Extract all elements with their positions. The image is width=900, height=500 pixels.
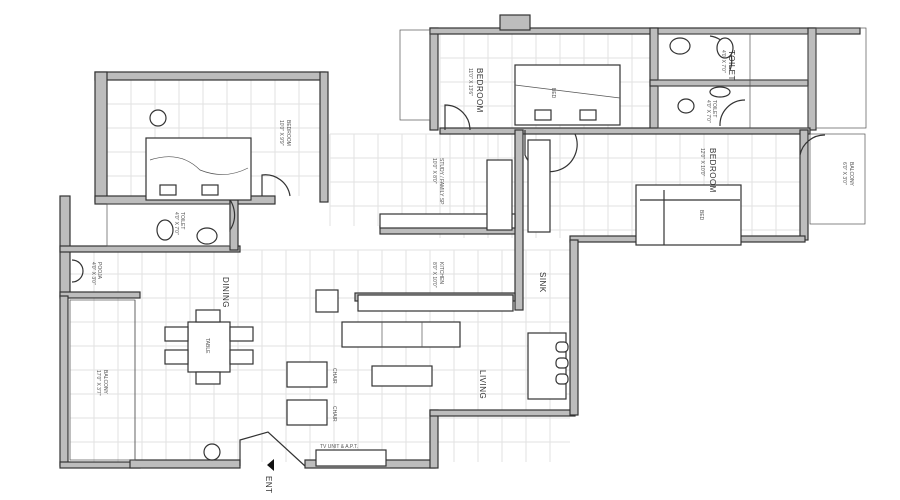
label-entrance: ENT — [264, 476, 273, 494]
entrance-arrow-icon — [267, 459, 274, 471]
balcony-top — [399, 29, 431, 121]
label-toilet-left: TOILET — [179, 212, 185, 229]
bed-right: BED — [635, 184, 742, 246]
label-bedroom-right: BEDROOM — [708, 148, 717, 193]
label-study: STUDY / FAMILY SP — [438, 158, 444, 205]
dim-bedroom-left: 10'0" X 9'9" — [278, 120, 284, 146]
tv-unit-right — [527, 332, 569, 400]
plant — [203, 443, 221, 461]
dim-study: 10'0" X 8'0" — [431, 158, 437, 184]
label-balcony-right: BALCONY — [848, 162, 854, 187]
pooja-niche — [71, 259, 84, 283]
dim-balcony-left: 17'0" X 3'7" — [95, 370, 101, 396]
table-label: TABLE — [204, 338, 210, 354]
label-toilet-top: TOILET — [727, 50, 736, 81]
bed-label: BED — [698, 210, 704, 221]
balcony-left — [69, 299, 136, 461]
label-kitchen: KITCHEN — [438, 262, 444, 284]
doors — [184, 35, 826, 467]
walls — [59, 14, 861, 469]
tv-unit-bottom — [315, 449, 387, 467]
chair-label: CHAIR — [331, 368, 337, 384]
label-dining: DINING — [221, 277, 230, 308]
dim-master-bedroom: 11'0" X 13'6" — [467, 68, 473, 96]
kitchen-counter — [315, 139, 551, 313]
label-balcony-left: BALCONY — [102, 370, 108, 395]
toilet-fixtures — [106, 33, 809, 247]
label-pooja: POOJA — [96, 262, 102, 280]
dim-toilet-mid: 4'0" X 7'0" — [705, 100, 711, 123]
room-labels: BEDROOM 11'0" X 13'6" TOILET 4'0" X 7'0"… — [90, 50, 854, 494]
label-sink: SINK — [538, 272, 547, 293]
armchairs: CHAIR CHAIR — [286, 361, 337, 426]
dim-toilet-top: 4'0" X 7'0" — [720, 50, 726, 73]
dim-toilet-left: 4'0" X 7'0" — [173, 212, 179, 235]
dim-kitchen: 8'0" X 10'0" — [431, 262, 437, 288]
bed-label: BED — [550, 88, 556, 99]
bed-left — [145, 109, 252, 201]
label-master-bedroom: BEDROOM — [475, 68, 484, 113]
label-living: LIVING — [478, 370, 487, 399]
bed-master: BED — [514, 64, 621, 126]
coffee-table — [371, 365, 433, 387]
label-toilet-mid: TOILET — [711, 100, 717, 117]
label-bedroom-left: BEDROOM — [285, 120, 291, 146]
dim-bedroom-right: 12'0" X 10'0" — [699, 148, 705, 176]
sofa — [341, 321, 461, 348]
dim-pooja: 4'0" X 3'0" — [90, 262, 96, 285]
chair-label: CHAIR — [331, 406, 337, 422]
dim-balcony-right: 6'0" X 3'0" — [841, 162, 847, 185]
dining-table: TABLE — [164, 309, 254, 385]
balcony-right — [809, 27, 867, 225]
label-tv-unit: TV UNIT & A.P.T. — [320, 444, 358, 450]
